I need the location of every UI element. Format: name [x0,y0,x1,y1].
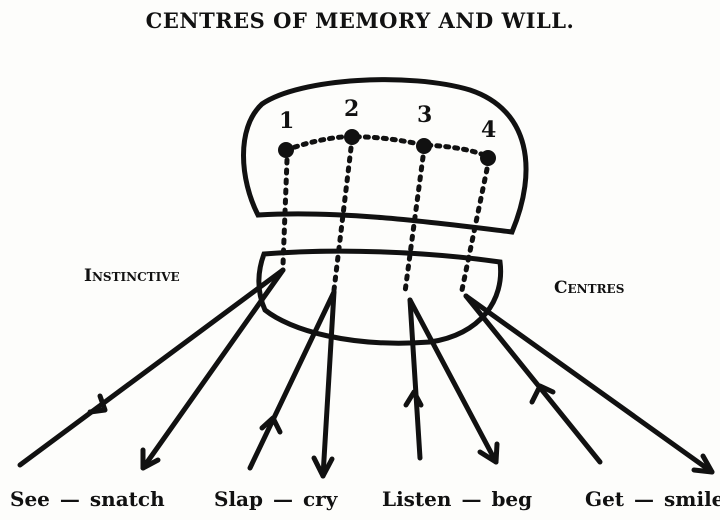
stimulus-label: Listen [382,487,451,511]
reflex-pair-1: See—snatch [10,487,165,511]
nucleus-4 [480,150,496,166]
nucleus-3 [416,138,432,154]
connection-1 [283,160,287,265]
reflex-pair-4: Get—smile [585,487,720,511]
nucleus-number-2: 2 [344,96,359,122]
reflex-pair-3: Listen—beg [382,487,532,511]
arrow-see-in-head [90,396,105,412]
arrow-beg-out [410,300,496,462]
response-label: smile [664,487,720,511]
arrow-listen-in [410,300,420,458]
reflex-pair-2: Slap—cry [214,487,337,511]
response-label: beg [491,487,532,511]
dash: — [624,487,664,511]
instinctive-label: Instinctive [84,266,180,286]
stimulus-label: See [10,487,50,511]
stimulus-label: Get [585,487,624,511]
arrow-see-in [20,270,283,465]
dash: — [451,487,491,511]
response-label: snatch [90,487,165,511]
dash: — [263,487,303,511]
connection-2 [334,148,351,290]
centres-label: Centres [554,278,624,298]
arrow-cry-out [323,292,334,476]
nucleus-number-4: 4 [481,117,496,143]
stimulus-label: Slap [214,487,263,511]
dash: — [50,487,90,511]
nucleus-number-3: 3 [417,102,432,128]
arrow-slap-in [250,292,334,468]
arrow-listen-in-head [406,392,421,405]
reflex-arrows [20,270,712,476]
nucleus-1 [278,142,294,158]
connection-3 [405,157,423,292]
response-label: cry [303,487,337,511]
nuclei-connection [286,137,488,157]
nucleus-2 [344,129,360,145]
nucleus-number-1: 1 [279,108,294,134]
